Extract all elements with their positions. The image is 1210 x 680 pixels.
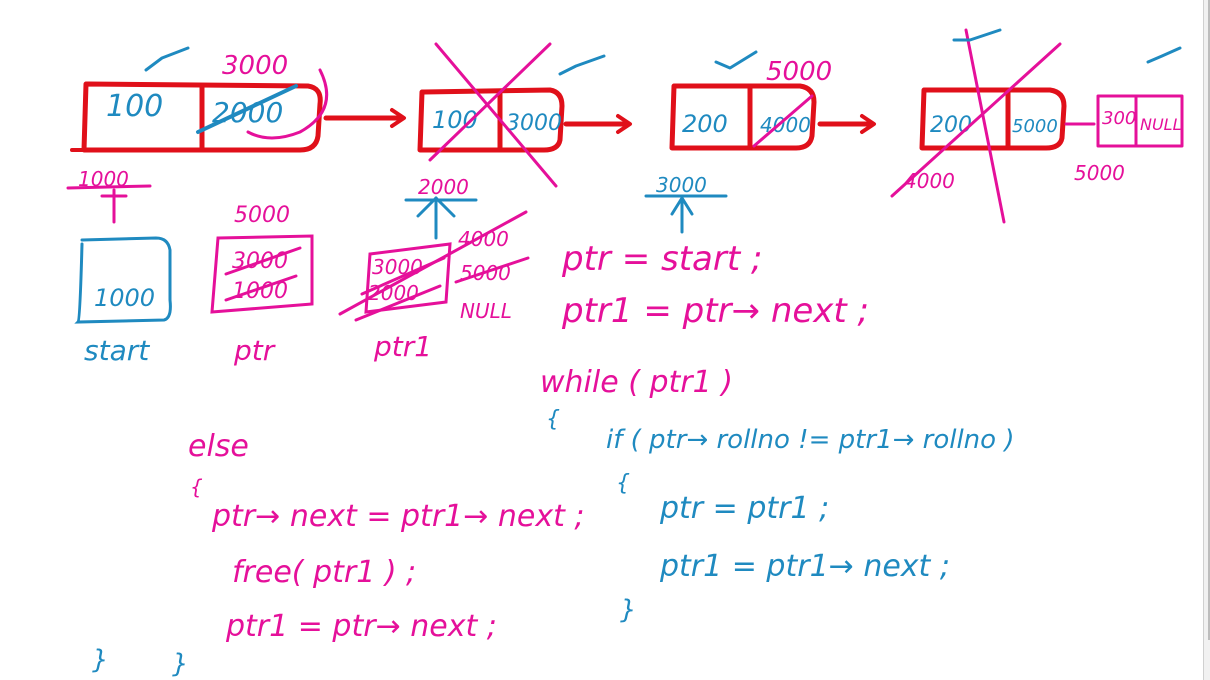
code-right-line-5: if ( ptr→ rollno != ptr1→ rollno ) xyxy=(606,425,1014,455)
list-node-1: 100 2000 3000 xyxy=(70,46,329,153)
list-node-4: 200 5000 xyxy=(890,28,1096,224)
code-left-line-5: ptr1 = ptr→ next ; xyxy=(225,609,497,644)
code-right: ptr = start ; ptr1 = ptr→ next ; while (… xyxy=(540,239,1014,625)
arrow-2-to-3 xyxy=(563,114,632,134)
arrow-3-to-4 xyxy=(817,114,876,134)
start-variable: 1000 start xyxy=(74,236,172,367)
node-addresses: 1000 2000 3000 4000 5000 xyxy=(66,161,1125,240)
code-left: else { ptr→ next = ptr1→ next ; free( pt… xyxy=(92,429,585,679)
check-mark-icon xyxy=(144,46,190,72)
code-right-line-4: { xyxy=(546,407,560,432)
start-value: 1000 xyxy=(94,284,155,312)
code-right-line-3: while ( ptr1 ) xyxy=(540,365,733,400)
code-left-line-4: free( ptr1 ) ; xyxy=(232,555,416,590)
ptr1-label: ptr1 xyxy=(373,330,432,363)
code-left-line-6: } xyxy=(92,645,109,675)
code-right-line-9: } xyxy=(620,595,637,625)
ptr1-value-1: 3000 xyxy=(372,255,423,279)
code-left-line-1: else xyxy=(188,429,249,464)
node-1-next: 2000 xyxy=(212,96,283,129)
ptr-above-value: 5000 xyxy=(234,203,290,228)
list-node-3: 200 4000 5000 xyxy=(669,50,832,151)
pointer-variables: 1000 start 5000 3000 1000 ptr 3000 2000 … xyxy=(74,203,530,367)
code-right-line-8: ptr1 = ptr1→ next ; xyxy=(659,549,950,584)
code-right-line-7: ptr = ptr1 ; xyxy=(659,491,829,526)
node-4-next: 5000 xyxy=(1012,116,1058,137)
node-3-address: 3000 xyxy=(656,173,707,197)
check-mark-icon xyxy=(558,54,606,76)
node-5-address: 5000 xyxy=(1074,161,1125,185)
list-node-2: 100 3000 xyxy=(417,42,606,188)
scrollbar-thumb[interactable] xyxy=(1208,0,1210,640)
ptr1-variable: 3000 2000 4000 5000 NULL ptr1 xyxy=(338,210,530,363)
check-mark-icon xyxy=(714,50,758,70)
node-5-data: 300 xyxy=(1102,108,1136,129)
node-1-address-above: 3000 xyxy=(222,51,288,81)
node-3-address-above: 5000 xyxy=(766,57,832,87)
cross-out-line xyxy=(890,42,1062,198)
code-right-line-1: ptr = start ; xyxy=(561,239,762,279)
code-left-line-2: { xyxy=(190,475,203,499)
node-2-next: 3000 xyxy=(506,111,562,136)
cross-out-line xyxy=(964,28,1006,224)
node-3-data: 200 xyxy=(682,110,728,138)
node-4-data: 200 xyxy=(930,113,972,138)
ptr-label: ptr xyxy=(233,334,276,367)
code-right-line-6: { xyxy=(616,471,630,496)
arrow-1-to-2 xyxy=(323,108,406,128)
start-label: start xyxy=(84,334,150,367)
check-mark-icon xyxy=(1146,46,1182,64)
cross-out-line xyxy=(428,42,552,162)
code-left-line-3: ptr→ next = ptr1→ next ; xyxy=(211,499,585,534)
code-right-line-2: ptr1 = ptr→ next ; xyxy=(561,291,869,331)
node-5-next: NULL xyxy=(1140,115,1182,134)
list-node-5: 300 NULL xyxy=(1096,46,1184,148)
node-1-data: 100 xyxy=(106,89,163,124)
ptr1-side-value-3: NULL xyxy=(460,299,512,323)
ptr1-side-value-1: 4000 xyxy=(458,227,509,251)
linked-list: 100 2000 3000 100 3000 xyxy=(66,28,1184,240)
node-2-address: 2000 xyxy=(418,175,469,199)
cross-out-line xyxy=(434,42,558,188)
code-left-line-7: } xyxy=(172,649,189,679)
node-4-address: 4000 xyxy=(904,169,955,193)
ptr-variable: 5000 3000 1000 ptr xyxy=(210,203,314,367)
vertical-scrollbar[interactable] xyxy=(1203,0,1210,680)
